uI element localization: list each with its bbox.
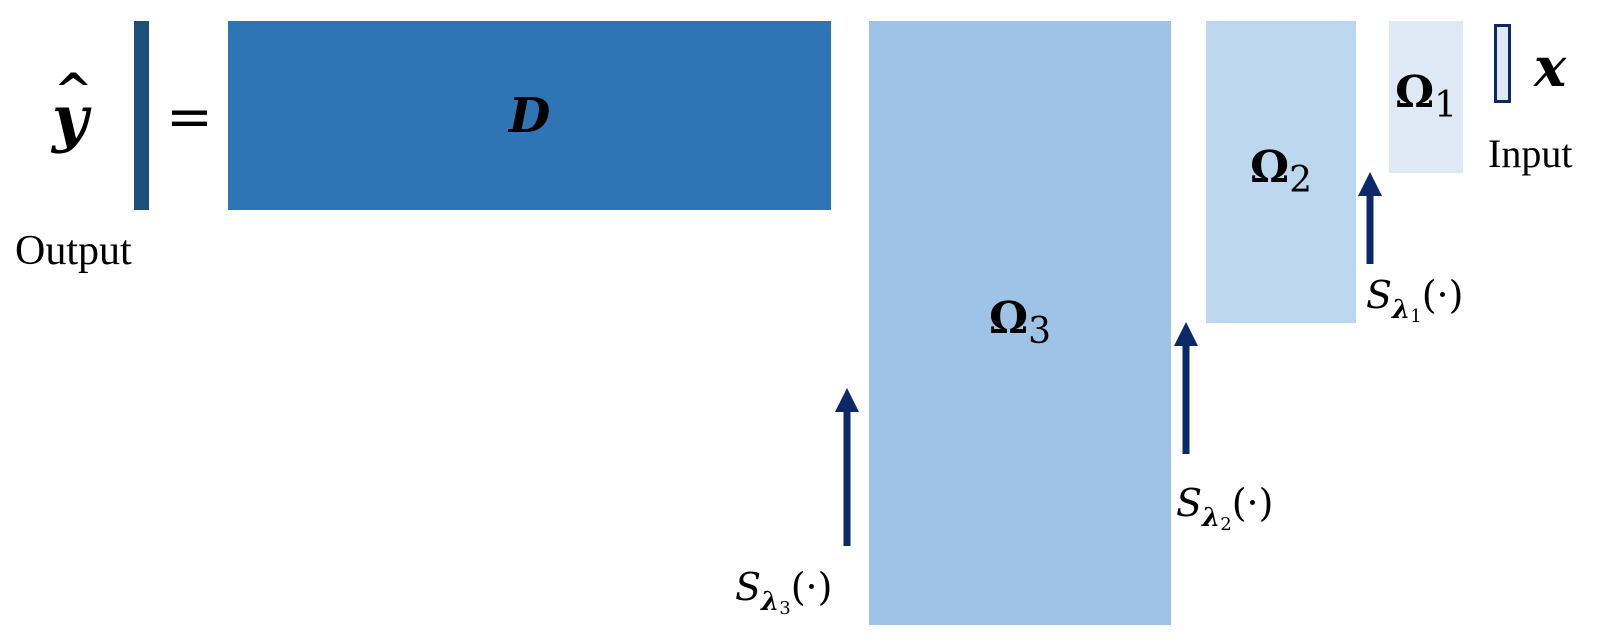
input-symbol: x [1534, 35, 1567, 99]
soft-threshold-label-2: Sλ2(·) [1176, 481, 1274, 535]
output-vector [134, 21, 149, 210]
soft-threshold-label-1: Sλ1(·) [1366, 273, 1464, 327]
soft-threshold-label-3: Sλ3(·) [735, 565, 833, 619]
output-symbol: y [52, 82, 89, 155]
input-vector [1494, 24, 1511, 103]
matrix-omega2-label: Ω2 [1249, 141, 1313, 201]
arrow-icon-3 [835, 388, 859, 546]
equals-sign: = [166, 85, 213, 150]
matrix-omega3-label: Ω3 [988, 292, 1052, 352]
dictionary-matrix-D: D [228, 21, 831, 210]
matrix-omega2: Ω2 [1206, 21, 1356, 323]
matrix-omega3: Ω3 [869, 21, 1171, 625]
hat-accent: ^ [54, 63, 93, 117]
matrix-omega1-label: Ω1 [1394, 66, 1458, 126]
arrow-icon-2 [1174, 322, 1198, 454]
arrow-icon-1 [1358, 172, 1382, 264]
output-label: Output [15, 228, 132, 274]
matrix-omega1: Ω1 [1389, 21, 1463, 173]
input-label: Input [1488, 131, 1573, 176]
matrix-D-label: D [508, 87, 551, 144]
